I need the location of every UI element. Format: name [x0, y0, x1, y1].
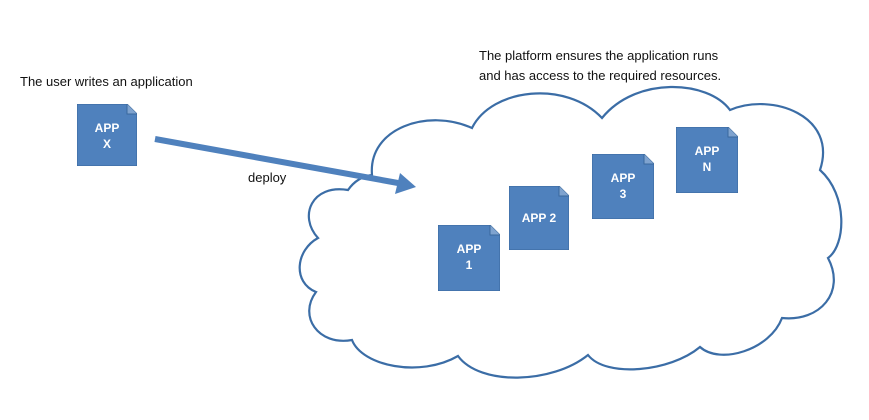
app-2-label-line-1: APP 2 — [521, 211, 557, 225]
document-icon — [592, 154, 654, 219]
app-1-document: APP 1 — [438, 225, 500, 291]
document-icon — [676, 127, 738, 193]
app-x-label-line-2: X — [102, 137, 111, 151]
deploy-label: deploy — [248, 170, 287, 185]
app-2-document: APP 2 — [509, 186, 569, 250]
app-n-label-line-1: APP — [694, 144, 720, 158]
app-3-document: APP 3 — [592, 154, 654, 219]
deploy-arrow-head — [395, 173, 416, 194]
app-3-label-line-2: 3 — [619, 187, 627, 201]
app-1-label-line-2: 1 — [465, 258, 473, 272]
deploy-arrow-shaft — [154, 136, 399, 186]
app-x-document: APP X — [77, 104, 137, 166]
document-icon — [509, 186, 569, 250]
document-icon — [438, 225, 500, 291]
app-1-label-line-1: APP — [456, 242, 482, 256]
document-icon — [77, 104, 137, 166]
app-3-label-line-1: APP — [610, 171, 636, 185]
app-n-label-line-2: N — [702, 160, 712, 174]
platform-caption-line-1: The platform ensures the application run… — [479, 48, 719, 63]
platform-caption: The platform ensures the application run… — [479, 46, 721, 86]
platform-caption-line-2: and has access to the required resources… — [479, 68, 722, 83]
app-x-label-line-1: APP — [94, 121, 120, 135]
user-caption: The user writes an application — [20, 74, 193, 89]
app-n-document: APP N — [676, 127, 738, 193]
